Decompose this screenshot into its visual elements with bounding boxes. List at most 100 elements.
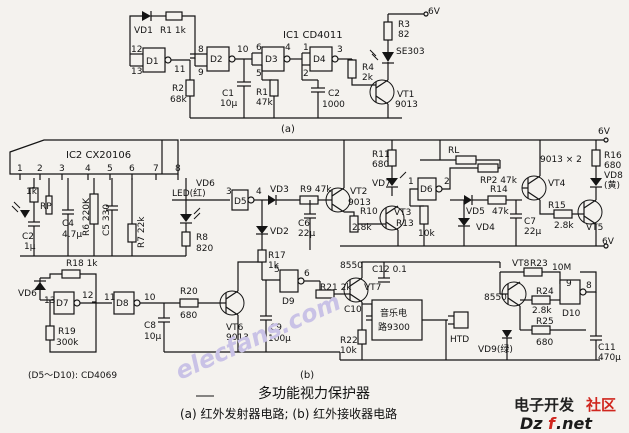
r15-label: R15 [548, 201, 566, 211]
r1k-input-label: 1k [26, 187, 38, 197]
pin10-label: 10 [237, 45, 249, 55]
gate-d5-label: D5 [234, 197, 247, 207]
htd-label: HTD [450, 335, 469, 345]
gate-d3-label: D3 [265, 55, 278, 65]
ic2-cx20106 [9, 139, 179, 175]
ir-photodiode-icon [20, 210, 30, 218]
vd6b-label: VD6 [18, 289, 37, 299]
ic2-pin-label: 3 [59, 164, 65, 174]
ic1-label: IC1 CD4011 [283, 30, 343, 41]
music-ic-label-2: 路9300 [378, 321, 410, 333]
vd2-diode-icon [256, 226, 268, 234]
vd9-label: VD9(绿) [478, 343, 513, 355]
r8-resistor [181, 231, 191, 247]
se303-label: SE303 [396, 47, 425, 57]
logo-en-2: f [548, 414, 557, 433]
c6-value: 22μ [298, 229, 315, 239]
r4-resistor [347, 59, 357, 79]
vd5-diode-icon [464, 195, 472, 205]
c4-label: C4 [62, 219, 74, 229]
ic2-pin-label: 4 [85, 164, 91, 174]
pin4-label: 4 [285, 43, 291, 53]
pin3-label: 3 [337, 45, 343, 55]
supply-6v-b1: 6V [598, 127, 611, 137]
pin1-label: 1 [303, 43, 309, 53]
vd3-diode-icon [268, 195, 276, 205]
r18-label: R18 1k [66, 259, 98, 269]
c2b-label: C2 [22, 232, 34, 242]
r4-value: 2k [362, 73, 374, 83]
c1-label: C1 [222, 89, 234, 99]
r16-label: R16 [604, 151, 622, 161]
r9-label: R9 47k [300, 185, 332, 195]
r19-value: 300k [56, 338, 79, 348]
vt4-label: VT4 [548, 179, 566, 189]
gate-d9 [279, 269, 299, 293]
vd2-label: VD2 [270, 227, 289, 237]
c8-value: 10μ [144, 332, 161, 342]
vd1-diode-icon [142, 11, 151, 21]
gate-d7-label: D7 [56, 299, 69, 309]
r14-label: R14 [490, 185, 508, 195]
ic2-pin-label: 1 [17, 164, 23, 174]
vd8-label: VD8 [604, 171, 623, 181]
vd1-label: VD1 [134, 26, 153, 36]
gate-d1-label: D1 [146, 57, 159, 67]
pin-d8-10: 10 [144, 293, 156, 303]
r2-resistor [185, 79, 195, 97]
gate-d6-label: D6 [420, 185, 433, 195]
vt6-label: VT6 [226, 323, 244, 333]
r11-value: 680 [372, 160, 389, 170]
r18-resistor [61, 269, 81, 279]
r16-resistor [591, 149, 601, 167]
r3-resistor [383, 21, 393, 41]
music-ic-label-1: 音乐电 [380, 307, 407, 319]
circuit-a-label: (a) [281, 124, 295, 135]
c8-label: C8 [144, 321, 156, 331]
r3-label: R3 [398, 20, 410, 30]
pin9-label: 9 [198, 68, 204, 78]
r9-resistor [299, 195, 319, 205]
gate-d9-label: D9 [282, 297, 295, 307]
r20-resistor [179, 298, 199, 308]
vd8-led-icon [590, 178, 602, 186]
supply-6v-b2: 6V [602, 237, 615, 247]
vd6-label: VD6 [196, 179, 215, 189]
r19-resistor [45, 325, 55, 341]
r3-value: 82 [398, 30, 409, 40]
pin2-label: 2 [303, 69, 309, 79]
c4-value: 4.7μ [62, 230, 82, 240]
r2-value: 68k [170, 95, 187, 105]
r10-value: 2.8k [352, 223, 372, 233]
vt1-transistor-icon [369, 79, 395, 105]
vd4-label: VD4 [476, 223, 495, 233]
vd9-led-icon [502, 330, 512, 338]
r15-resistor [553, 209, 573, 219]
pin-d9-6: 6 [304, 269, 310, 279]
logo-en-3: .net [556, 414, 593, 433]
logo-cn-2: 社区 [585, 396, 616, 414]
c9-label: C9 [270, 323, 282, 333]
r11-label: R11 [372, 150, 390, 160]
c7-value: 22μ [524, 227, 541, 237]
vt6-transistor-icon [219, 290, 245, 316]
pin-d5-3: 3 [226, 187, 232, 197]
r25-value: 680 [536, 338, 553, 348]
r10-label: R10 [360, 207, 378, 217]
figure-title: 多功能视力保护器 [258, 385, 370, 402]
c9-value: 100μ [268, 334, 291, 344]
vt3-label: VT3 [394, 208, 411, 218]
gate-d4-label: D4 [313, 55, 326, 65]
r1k-resistor [165, 11, 183, 21]
gate-d10-label: D10 [562, 309, 581, 319]
rp2-label: RP2 47k [480, 176, 518, 186]
pin-d5-4: 4 [256, 187, 262, 197]
r1-resistor [269, 79, 279, 97]
r22-label: R22 [340, 336, 358, 346]
vt2-label: VT2 [350, 187, 367, 197]
site-logo: 电子开发 社区 Dz f .net [514, 396, 616, 433]
c6-label: C6 [298, 219, 310, 229]
pin-d10-8: 8 [586, 281, 592, 291]
pin13-label: 13 [131, 67, 142, 77]
